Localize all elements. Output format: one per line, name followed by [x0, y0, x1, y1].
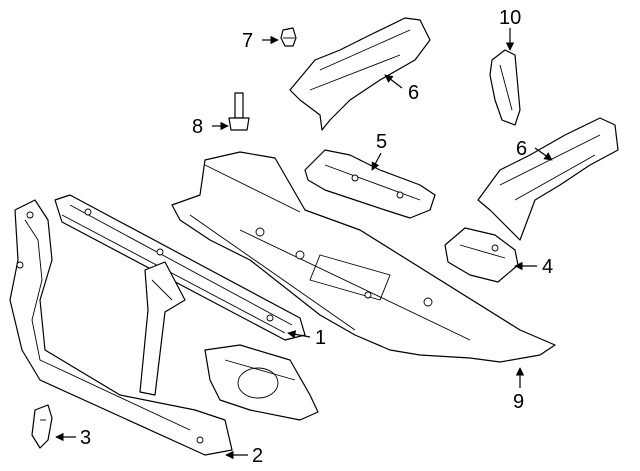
bracket-part — [489, 49, 521, 126]
radiator-support-frame-part — [9, 199, 319, 456]
callout-6b: 6 — [516, 138, 527, 160]
leader-line-1 — [287, 330, 311, 339]
leader-line-5 — [371, 152, 382, 171]
callout-3: 3 — [80, 427, 91, 449]
callout-9: 9 — [513, 391, 524, 413]
clip-part — [31, 404, 53, 449]
upper-tie-bar-part — [54, 194, 306, 396]
callout-5: 5 — [376, 131, 387, 153]
callout-1: 1 — [315, 327, 326, 349]
small-cover-part — [444, 227, 519, 283]
upper-deflector-part — [289, 17, 431, 131]
bolt-part — [228, 92, 250, 131]
lower-undercover-part — [171, 151, 556, 363]
callout-6a: 6 — [408, 82, 419, 104]
callout-8: 8 — [192, 116, 203, 138]
push-pin-part — [280, 27, 297, 47]
right-deflector-part — [477, 117, 619, 241]
callout-7: 7 — [242, 30, 253, 52]
callout-4: 4 — [542, 256, 553, 278]
callout-10: 10 — [499, 7, 521, 29]
splash-shield-part — [304, 149, 436, 219]
leader-line-6a — [384, 74, 403, 89]
callout-2: 2 — [252, 445, 263, 467]
leader-line-6b — [534, 147, 553, 161]
